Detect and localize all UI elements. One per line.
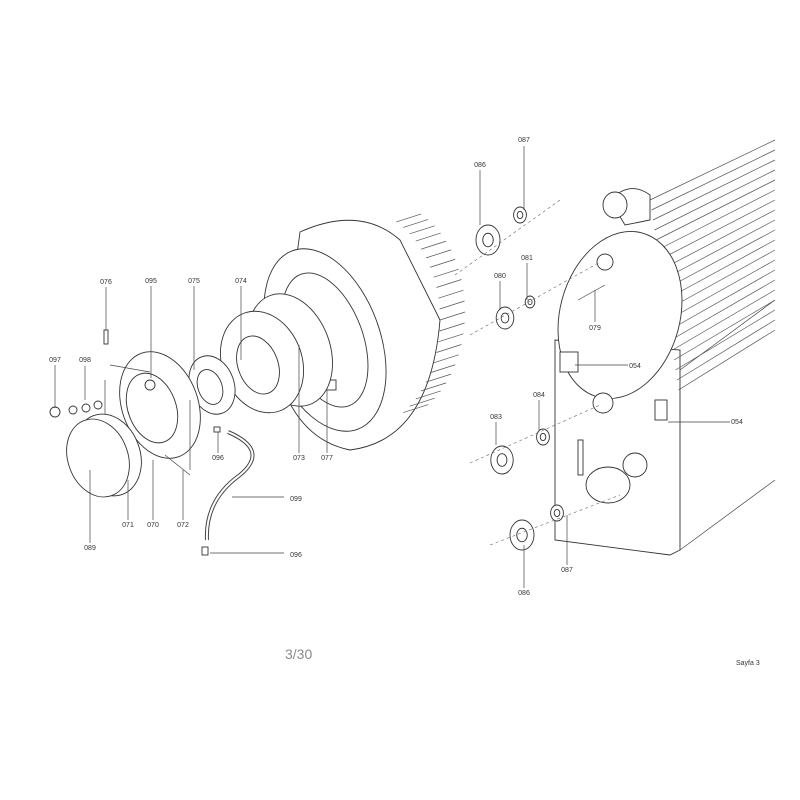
part-label: 098 [79,357,91,364]
cooling-fin [439,300,465,310]
cooling-fin [403,219,429,228]
cooling-fin [425,373,452,383]
drum-assembly [49,213,466,556]
cooling-fin [660,209,776,271]
cooling-fin [430,364,456,374]
washer-hole [516,210,524,220]
part-label: 075 [188,278,200,285]
part-label: 072 [177,522,189,529]
part-label: 054 [629,363,641,370]
cooling-fin [433,354,459,364]
cooling-fin [654,169,776,231]
cooling-fin [666,249,776,311]
cooling-fin [415,232,441,242]
cooling-fin [663,229,776,291]
part-label: 083 [490,414,502,421]
cooling-fin [438,333,464,343]
cooling-fin [415,390,441,400]
flange-hole [482,232,494,248]
cooling-fin [652,159,776,221]
part-label: 089 [84,545,96,552]
cooling-fin [657,189,776,251]
cooling-fin [396,213,422,223]
left-part-labels: 076 095 075 074 097 098 096 073 077 099 … [49,278,333,559]
part-label: 074 [235,278,247,285]
cooling-fin [670,279,776,341]
part-label: 096 [212,455,224,462]
cooling-fin [421,382,447,392]
washer-hole [539,432,547,442]
part-label: 096 [290,552,302,559]
cooling-fin [438,289,464,299]
part-label: 070 [147,522,159,529]
part-label: 073 [293,455,305,462]
part-label: 077 [321,455,333,462]
part-label: 087 [561,567,573,574]
cooling-fin [409,225,435,235]
washer-hole [553,508,561,518]
part-label: 084 [533,392,545,399]
cooling-fin [403,404,429,413]
tank-assembly [454,139,776,556]
part-label: 086 [518,590,530,597]
part-label: 087 [518,137,530,144]
part-label: 086 [474,162,486,169]
cooling-fin [676,319,776,381]
part-label: 080 [494,273,506,280]
cooling-fin [421,240,447,250]
cooling-fin [664,239,776,301]
cooling-fin [436,344,462,353]
cooling-fin [655,179,776,241]
flange-hole [496,453,508,467]
right-part-labels: 087 086 081 080 079 054 084 083 054 087 … [474,137,743,597]
cooling-fin [661,219,776,281]
part-label: 079 [589,325,601,332]
cooling-fin [675,309,776,371]
cooling-fin [667,259,776,321]
cooling-fin [433,268,459,278]
cooling-fin [649,139,776,201]
cooling-fin [651,149,776,211]
page-footer: Sayfa 3 [736,660,760,667]
part-label: 071 [122,522,134,529]
cooling-fin [672,289,776,351]
part-label: 095 [145,278,157,285]
cooling-fin [658,199,776,261]
part-label: 076 [100,279,112,286]
part-label: 099 [290,496,302,503]
cooling-fin [425,249,452,259]
flange-hole [516,527,528,543]
part-label: 097 [49,357,61,364]
flange-hole [500,312,510,324]
cooling-fin [430,258,456,268]
part-label: 054 [731,419,743,426]
cooling-fin [436,279,462,288]
cooling-fin [439,322,465,332]
cooling-fin [678,329,776,391]
cooling-fin [669,269,776,331]
washer-hole [527,298,533,306]
cooling-fin [409,397,435,407]
cooling-fin [439,311,466,321]
page-indicator: 3/30 [285,646,313,662]
part-label: 081 [521,255,533,262]
cooling-fin [673,299,776,361]
